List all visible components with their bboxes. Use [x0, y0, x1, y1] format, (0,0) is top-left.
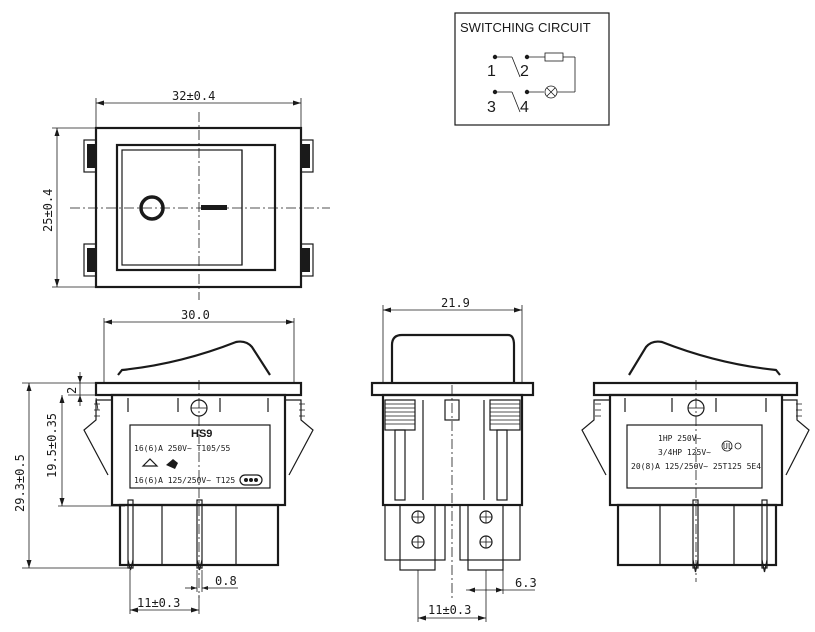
terminal-3-label: 3	[487, 99, 496, 116]
switching-circuit-diagram: SWITCHING CIRCUIT 1 2 3 4	[454, 12, 610, 126]
dim-top-height: 25±0.4	[41, 189, 55, 232]
circuit-title: SWITCHING CIRCUIT	[460, 20, 591, 35]
front-label-line2: 16(6)A 125/250V~ T125	[134, 476, 235, 485]
dim-rocker-step: 2	[65, 387, 79, 394]
front-label-panel	[129, 424, 271, 489]
dim-pin-width: 0.8	[215, 574, 237, 588]
front-label-line1: 16(6)A 250V~ T105/55	[134, 444, 231, 453]
front-view: 30.0 2 19.5±0.35 29.3±0.5	[13, 308, 314, 614]
certification-mark-icon	[141, 458, 159, 467]
terminal-4-label: 4	[520, 99, 529, 116]
certification-badge-icon	[239, 474, 263, 486]
front-label-model: HS9	[191, 428, 212, 440]
dim-body-height: 19.5±0.35	[45, 413, 59, 478]
dim-pin-pitch-front: 11±0.3	[137, 596, 180, 610]
dim-side-width: 21.9	[441, 296, 470, 310]
svg-text:UL: UL	[723, 442, 733, 451]
dim-top-width: 32±0.4	[172, 89, 215, 103]
dim-front-width: 30.0	[181, 308, 210, 322]
rear-label-line2: 3/4HP 125V~	[658, 448, 711, 457]
terminal-1-label: 1	[487, 63, 496, 80]
dim-pin-pitch-side: 11±0.3	[428, 603, 471, 617]
dim-total-height: 29.3±0.5	[13, 454, 27, 512]
rear-view: 1HP 250V~ 3/4HP 125V~ UL 20(8)A 125/250V…	[581, 340, 810, 582]
top-view: 32±0.4 25±0.4	[41, 89, 330, 300]
rear-label-panel	[626, 424, 763, 489]
dim-tab-width: 6.3	[515, 576, 537, 590]
side-view: 21.9	[370, 296, 537, 622]
rear-label-line1: 1HP 250V~	[658, 434, 702, 443]
certification-mark-icon-2	[166, 459, 178, 469]
terminal-2-label: 2	[520, 63, 529, 80]
ul-mark-icon: UL	[721, 440, 742, 452]
